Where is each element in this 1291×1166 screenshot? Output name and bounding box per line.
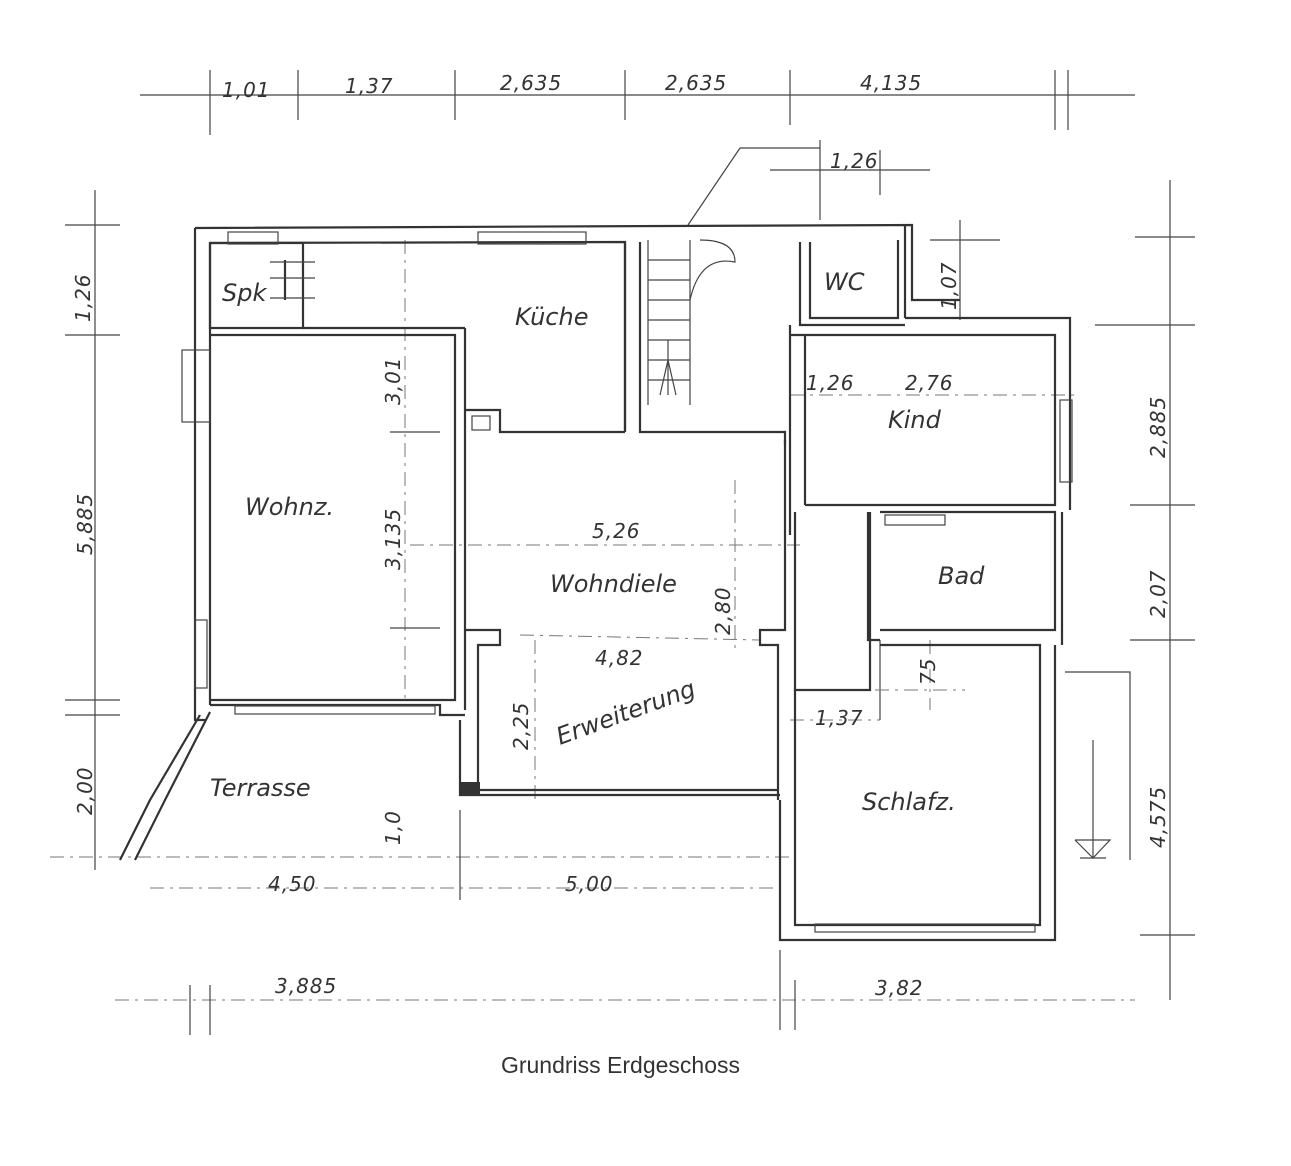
dim-bottom-inner-1: 4,50 [268, 872, 317, 896]
dim-kind-left: 1,26 [806, 371, 855, 395]
dim-right-3: 2,07 [1146, 569, 1170, 618]
room-label-wc: WC [824, 268, 865, 296]
dim-top-5: 4,135 [860, 71, 922, 95]
dim-terrace-step: 1,0 [381, 810, 405, 845]
dim-top-2: 1,37 [345, 74, 394, 98]
dim-left-2: 5,885 [73, 493, 97, 555]
dim-bottom-inner-2: 5,00 [565, 872, 614, 896]
dim-top-4: 2,635 [665, 71, 727, 95]
dim-right-4: 4,575 [1146, 786, 1170, 848]
dim-left-1: 1,26 [71, 273, 95, 322]
dim-erw-width: 4,82 [595, 646, 644, 670]
room-label-erweiterung: Erweiterung [552, 674, 699, 750]
dim-erw-height: 2,25 [509, 701, 533, 750]
dim-kind-width: 2,76 [905, 371, 954, 395]
dim-diele-height: 2,80 [711, 586, 735, 635]
room-label-wohndiele: Wohndiele [550, 570, 677, 598]
staircase [647, 239, 736, 405]
room-label-kueche: Küche [515, 303, 588, 331]
dimension-labels: 1,01 1,37 2,635 2,635 4,135 1,26 1,26 5,… [71, 71, 1170, 1000]
dim-schlafz-step: 1,37 [815, 706, 864, 730]
room-label-schlafz: Schlafz. [862, 788, 956, 816]
dim-wohnz-upper: 3,01 [381, 356, 405, 405]
room-label-kind: Kind [888, 406, 942, 434]
dim-right-1: 1,07 [937, 261, 961, 310]
dim-stair-top: 1,26 [830, 149, 879, 173]
dimension-lines [50, 70, 1195, 1035]
room-label-terrasse: Terrasse [210, 774, 311, 802]
dim-left-3: 2,00 [73, 766, 97, 815]
walls [119, 223, 1131, 942]
dim-bottom-outer-1: 3,885 [275, 974, 337, 998]
dim-diele-width: 5,26 [592, 519, 641, 543]
plan-caption: Grundriss Erdgeschoss [500, 1052, 741, 1078]
dim-wohnz-lower: 3,135 [381, 508, 405, 570]
dim-top-1: 1,01 [222, 78, 271, 102]
dim-right-2: 2,885 [1146, 396, 1170, 458]
dim-bottom-outer-2: 3,82 [875, 976, 924, 1000]
room-label-spk: Spk [222, 279, 267, 307]
room-label-bad: Bad [938, 562, 985, 590]
dim-top-3: 2,635 [500, 71, 562, 95]
dim-bad-gap: 75 [916, 658, 940, 685]
floor-plan-drawing: Spk Küche WC Kind Wohnz. Wohndiele Bad E… [50, 70, 1195, 1035]
room-label-wohnz: Wohnz. [245, 493, 334, 521]
